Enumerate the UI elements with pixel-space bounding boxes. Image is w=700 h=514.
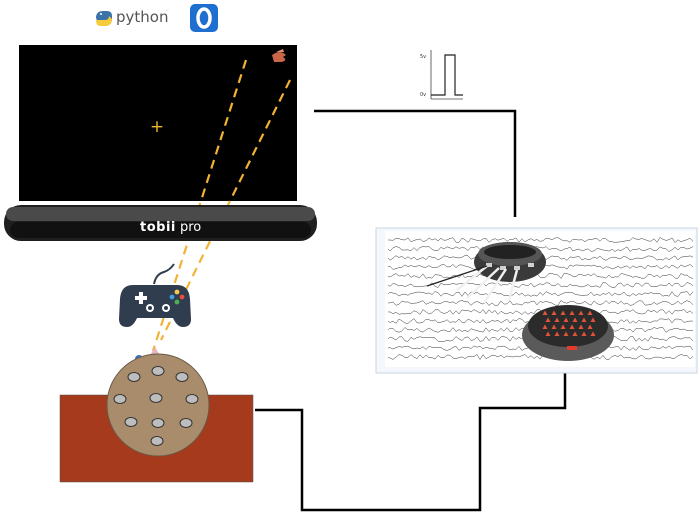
electrode: [179, 418, 193, 428]
holder-electrode: [545, 331, 551, 336]
opensesame-logo-icon: [190, 4, 218, 32]
electrode-holder-icon: [522, 305, 614, 361]
python-trademark: ™: [166, 9, 169, 13]
stimulus-screen: [19, 45, 297, 201]
holder-electrode: [545, 317, 551, 322]
electrode: [151, 366, 165, 376]
eeg-trace: [387, 282, 694, 288]
holder-electrode: [581, 317, 587, 322]
holder-electrode: [587, 310, 593, 315]
holder-electrode: [542, 324, 548, 329]
holder-electrode: [578, 310, 584, 315]
holder-electrode: [551, 324, 557, 329]
electrode: [175, 372, 189, 382]
electrode: [113, 394, 127, 404]
holder-electrode: [560, 324, 566, 329]
eeg-trace: [387, 300, 694, 306]
eeg-cable: [255, 370, 567, 512]
eeg-trace: [387, 273, 694, 279]
holder-electrode: [572, 317, 578, 322]
holder-electrode: [590, 317, 596, 322]
electrode-cap-icon: [106, 353, 210, 457]
holder-electrode: [581, 331, 587, 336]
pulse-low-label: 0v: [420, 92, 426, 98]
holder-electrode: [563, 317, 569, 322]
eeg-amplifier-icon: [426, 242, 546, 304]
holder-electrode: [560, 310, 566, 315]
holder-electrode: [569, 310, 575, 315]
eeg-trace: [388, 237, 694, 243]
holder-electrode: [590, 331, 596, 336]
electrode: [185, 394, 199, 404]
trigger-pulse-plot: [430, 50, 463, 100]
holder-electrode: [572, 331, 578, 336]
eeg-trace: [387, 246, 694, 252]
fixation-cross: +: [150, 117, 164, 137]
python-label: python: [116, 8, 168, 26]
eeg-trace: [387, 354, 694, 360]
electrode: [149, 393, 163, 403]
electrode: [151, 418, 165, 428]
electrode: [124, 417, 138, 427]
pulse-high-label: 5v: [420, 54, 426, 60]
python-logo-icon: [96, 11, 112, 26]
holder-electrode: [554, 317, 560, 322]
electrode: [127, 372, 141, 382]
holder-electrode: [569, 324, 575, 329]
eeg-trace: [387, 309, 694, 315]
eeg-trace: [387, 291, 694, 297]
gamepad-icon: [119, 263, 191, 327]
holder-electrode: [551, 310, 557, 315]
holder-electrode: [554, 331, 560, 336]
eyetracker-brand-thin: pro: [180, 220, 201, 235]
holder-electrode: [587, 324, 593, 329]
eyetracker-bar: [4, 205, 317, 241]
holder-electrode: [563, 331, 569, 336]
eyetracker-brand-bold: tobii: [140, 220, 176, 235]
holder-electrode: [578, 324, 584, 329]
electrode: [150, 436, 164, 446]
mouse-cursor-icon: [272, 49, 286, 62]
holder-electrode: [542, 310, 548, 315]
trigger-cable: [314, 109, 517, 217]
